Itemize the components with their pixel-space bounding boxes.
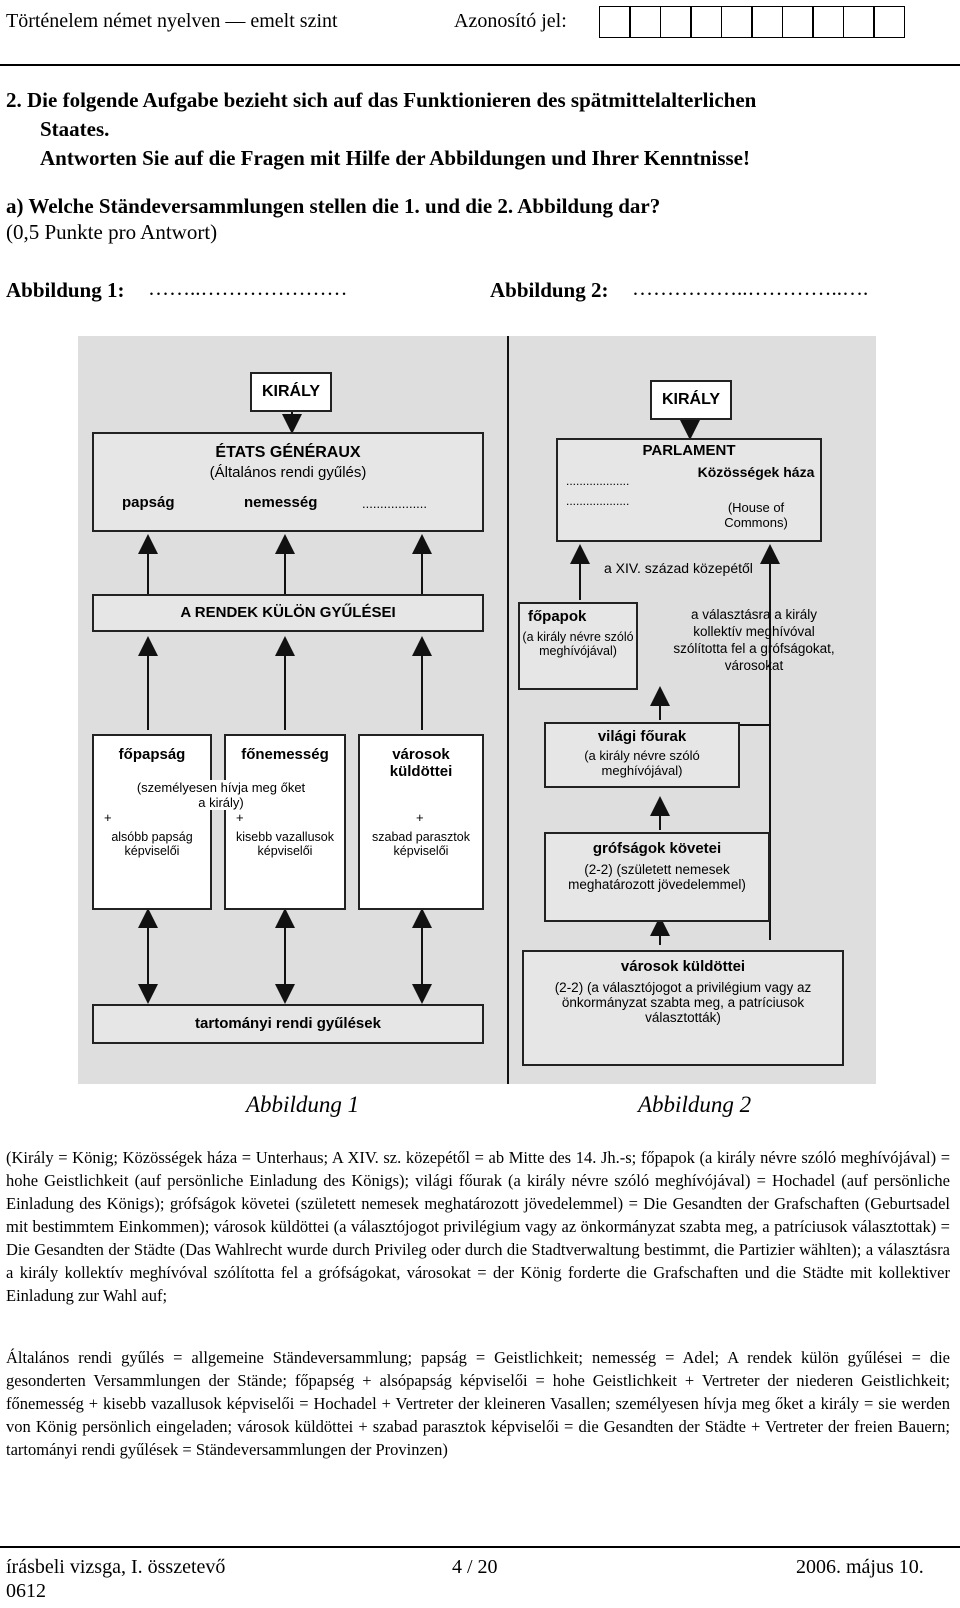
fig2-vilagi-sub: (a király névre szóló meghívójával) (584, 748, 700, 778)
fig1-szemelyesen: (személyesen hívja meg őket a király) (136, 780, 306, 810)
answer1-label: Abbildung 1: (6, 278, 125, 302)
footer-page-number: 4 / 20 (452, 1556, 498, 1578)
question-line1: 2. Die folgende Aufgabe bezieht sich auf… (6, 88, 757, 112)
glossary-paragraph-1: (Király = König; Közösségek háza = Unter… (6, 1148, 950, 1305)
glossary-paragraph-2: Általános rendi gyűlés = allgemeine Stän… (6, 1348, 950, 1459)
fig1-papsag: papság (122, 494, 175, 511)
footer-code: 0612 (6, 1580, 46, 1602)
fig1-alsobb: alsóbb papság képviselői (111, 830, 193, 858)
fig1-varosok-box: városok küldöttei + szabad parasztok kép… (358, 734, 484, 910)
header-subject: Történelem német nyelven — emelt szint (6, 10, 338, 32)
question-line2: Staates. (40, 117, 110, 141)
id-code-boxes[interactable] (598, 6, 905, 38)
fig2-valasztasra: a választásra a király kollektív meghívó… (673, 607, 835, 673)
fig1-kisebb: kisebb vazallusok képviselői (236, 830, 334, 858)
fig2-kiraly-box: KIRÁLY (650, 380, 732, 420)
diagram-connectors (138, 336, 780, 1084)
question-points: (0,5 Punkte pro Antwort) (6, 220, 218, 244)
fig1-szabad: szabad parasztok képviselői (372, 830, 470, 858)
fig2-varosok-sub: (2-2) (a választójogot a privilégium vag… (554, 980, 812, 1025)
fig1-etats-title: ÉTATS GÉNÉRAUX (215, 444, 361, 461)
question-part-a: a) Welche Ständeversammlungen stellen di… (6, 194, 661, 218)
fig1-etats-subtitle: (Általános rendi gyűlés) (209, 464, 367, 481)
fig1-kiraly-box: KIRÁLY (250, 372, 332, 412)
footer-rule (0, 1546, 960, 1548)
answer2-field[interactable]: ……………..…………..…. (632, 276, 869, 300)
caption-fig2: Abbildung 2 (638, 1092, 752, 1117)
header-rule (0, 64, 960, 66)
fig1-fonemesseg-box: főnemesség + kisebb vazallusok képviselő… (224, 734, 346, 910)
caption-fig1: Abbildung 1 (246, 1092, 360, 1117)
fig2-parlament: PARLAMENT (642, 442, 736, 459)
fig2-grofsagok-sub: (2-2) (született nemesek meghatározott j… (568, 862, 746, 892)
fig1-plus3: + (416, 810, 424, 825)
fig2-fopapok-sub: (a király névre szóló meghívójával) (522, 630, 634, 658)
fig2-grofsagok: grófságok követei (592, 840, 722, 857)
fig1-plus1: + (104, 810, 112, 825)
footer-date: 2006. május 10. (796, 1556, 924, 1578)
fig2-parlament-box: PARLAMENT ................... ..........… (556, 438, 822, 542)
fig1-fopapsag: főpapság (118, 746, 186, 763)
answer2-label: Abbildung 2: (490, 278, 609, 302)
fig2-fopapok: főpapok (528, 608, 587, 625)
fig1-rendek-box: A RENDEK KÜLÖN GYŰLÉSEI (92, 594, 484, 632)
fig2-dots1: ................... (566, 474, 630, 488)
fig1-dots: .................. (362, 496, 428, 511)
fig2-grofsagok-box: grófságok követei (2-2) (született nemes… (544, 832, 770, 922)
fig2-varosok-box: városok küldöttei (2-2) (a választójogot… (522, 950, 844, 1066)
fig2-varosok: városok küldöttei (620, 958, 746, 975)
fig1-fopapsag-box: főpapság + alsóbb papság képviselői (92, 734, 212, 910)
footer-exam: írásbeli vizsga, I. összetevő (6, 1556, 226, 1578)
fig2-kozossegek: Közösségek háza (697, 464, 815, 480)
fig1-nemesseg: nemesség (244, 494, 318, 511)
header-id-label: Azonosító jel: (454, 10, 567, 32)
fig1-plus2: + (236, 810, 244, 825)
fig2-vilagi-box: világi főurak (a király névre szóló megh… (544, 722, 740, 788)
question-line3: Antworten Sie auf die Fragen mit Hilfe d… (40, 146, 750, 170)
fig2-vilagi: világi főurak (597, 728, 687, 745)
fig1-fonemesseg: főnemesség (241, 746, 329, 763)
fig2-dots2: ................... (566, 494, 630, 508)
fig1-etats-box: ÉTATS GÉNÉRAUX (Általános rendi gyűlés) … (92, 432, 484, 532)
fig2-house: (House of Commons) (724, 500, 788, 530)
fig2-fopapok-box: főpapok (a király névre szóló meghívójáv… (518, 602, 638, 690)
fig1-varosok: városok küldöttei (389, 746, 453, 780)
fig2-xiv: a XIV. század közepétől (604, 560, 753, 576)
answer1-field[interactable]: ……..………………… (148, 276, 348, 300)
fig1-tartomanyi-box: tartományi rendi gyűlések (92, 1004, 484, 1044)
